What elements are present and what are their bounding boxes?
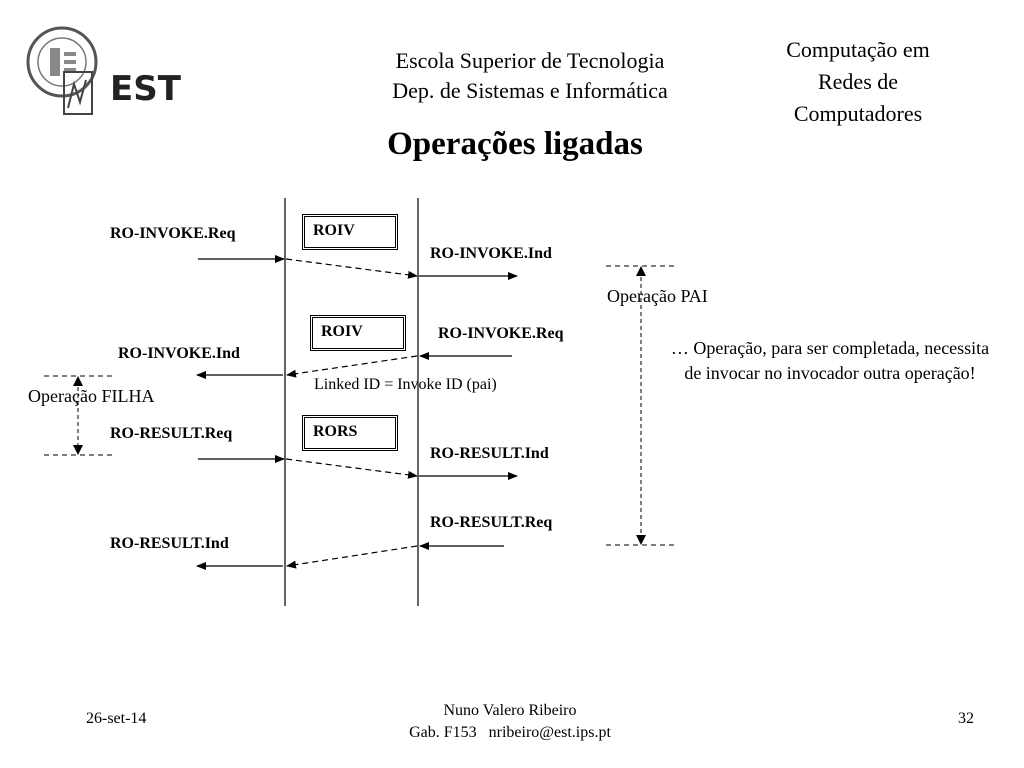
parent-operation-label: Operação PAI: [607, 286, 708, 306]
rors-dashed-arrow: [285, 458, 418, 479]
footer-email: nribeiro@est.ips.pt: [488, 724, 611, 741]
operation-note: … Operação, para ser completada, necessi…: [670, 338, 990, 383]
rors-pdu-box: RORS: [302, 415, 398, 451]
logo-text: EST: [110, 69, 182, 109]
child-operation-label: Operação FILHA: [28, 386, 155, 406]
footer-date: 26-set-14: [86, 710, 147, 727]
course-header: Computação em Redes de Computadores: [740, 34, 976, 130]
school-name: Escola Superior de Tecnologia: [395, 48, 665, 73]
right-result-ind-label: RO-RESULT.Ind: [430, 445, 549, 462]
roiv-pdu-box-1: ROIV: [302, 214, 398, 250]
roiv-dashed-arrow-2: [286, 355, 418, 378]
school-header: Escola Superior de Tecnologia Dep. de Si…: [330, 46, 730, 106]
school-seal-icon: EST: [26, 26, 182, 115]
left-result-ind-label: RO-RESULT.Ind: [110, 535, 229, 552]
course-line-1: Computação em: [786, 37, 930, 62]
course-line-2: Redes de: [817, 69, 899, 94]
left-invoke-req-label: RO-INVOKE.Req: [110, 225, 236, 242]
school-logo: EST: [20, 22, 220, 118]
right-invoke-ind-label: RO-INVOKE.Ind: [430, 245, 552, 262]
slide-title: Operações ligadas: [387, 126, 643, 162]
department-name: Dep. de Sistemas e Informática: [392, 78, 668, 103]
roiv-dashed-arrow-1: [285, 258, 418, 279]
footer-author: Nuno Valero Ribeiro: [443, 702, 577, 719]
left-result-req-label: RO-RESULT.Req: [110, 425, 233, 442]
footer-room: Gab. F153: [409, 724, 477, 741]
right-invoke-req-label: RO-INVOKE.Req: [438, 325, 564, 342]
roiv-pdu-box-2: ROIV: [310, 315, 406, 351]
left-invoke-ind-label: RO-INVOKE.Ind: [118, 345, 240, 362]
course-line-3: Computadores: [793, 101, 923, 126]
result-dashed-arrow-left: [286, 545, 418, 569]
right-result-req-label: RO-RESULT.Req: [430, 514, 553, 531]
footer-author-block: Nuno Valero Ribeiro Gab. F153 nribeiro@e…: [360, 700, 660, 744]
page-number: 32: [958, 710, 974, 727]
linked-id-label: Linked ID = Invoke ID (pai): [314, 376, 497, 393]
footer-contact: Gab. F153 nribeiro@est.ips.pt: [360, 722, 660, 744]
